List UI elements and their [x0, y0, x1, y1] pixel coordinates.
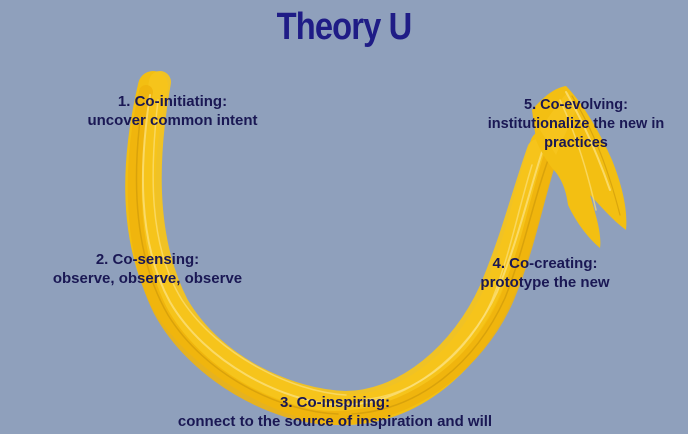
u-arrow-highlight-2: [152, 99, 347, 396]
stage-1-label: 1. Co-initiating: uncover common intent: [40, 92, 305, 130]
stage-4-label: 4. Co-creating: prototype the new: [445, 254, 645, 292]
u-arrow-head: [532, 86, 627, 248]
stage-5-label: 5. Co-evolving: institutionalize the new…: [465, 96, 687, 153]
u-arrow-highlight-1: [141, 94, 543, 407]
stage-4-detail: prototype the new: [480, 274, 610, 291]
u-arrow-scribble-2: [351, 159, 549, 415]
stage-2-detail: observe, observe, observe: [52, 270, 243, 287]
stage-1-detail: uncover common intent: [87, 112, 258, 129]
stage-3-heading: 3. Co-inspiring:: [280, 394, 390, 411]
stage-5-detail-line1: institutionalize the new in: [487, 116, 665, 132]
stage-1-heading: 1. Co-initiating:: [117, 93, 228, 110]
stage-2-label: 2. Co-sensing: observe, observe, observe: [5, 250, 290, 288]
u-arrow-scribble-1: [135, 119, 339, 415]
u-arrow-head-streaks: [559, 91, 621, 216]
stage-5-heading: 5. Co-evolving:: [524, 97, 628, 113]
stage-5-detail-line2: practices: [544, 135, 608, 151]
u-arrow-second-stroke: [139, 71, 549, 413]
stage-4-heading: 4. Co-creating:: [492, 255, 598, 272]
stage-3-label: 3. Co-inspiring: connect to the source o…: [100, 393, 570, 431]
u-arrow-highlight-3: [359, 164, 533, 401]
stage-3-detail: connect to the source of inspiration and…: [177, 413, 493, 430]
u-arrow-third-stroke: [127, 85, 559, 425]
stage-2-heading: 2. Co-sensing:: [95, 251, 200, 268]
slide-title: Theory U: [276, 6, 413, 48]
